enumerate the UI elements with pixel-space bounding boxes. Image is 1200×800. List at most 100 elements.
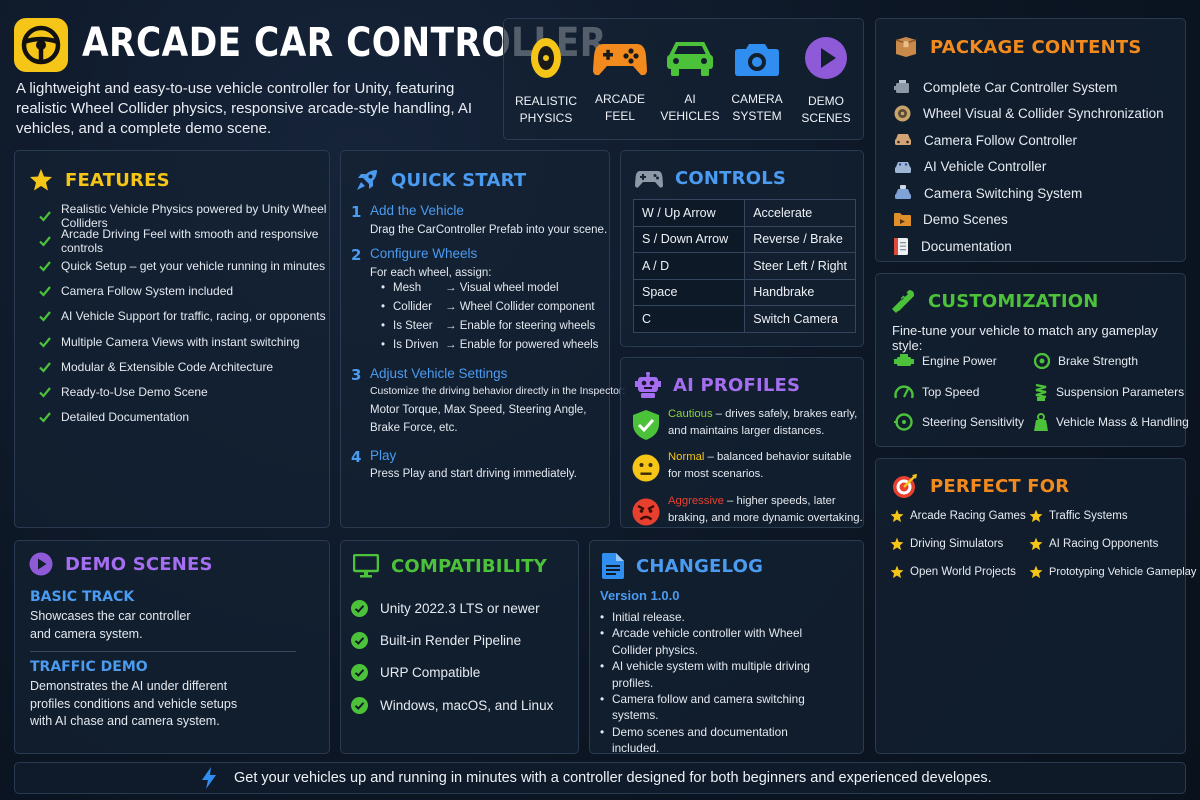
divider: [30, 651, 296, 652]
checkmark-icon: [39, 386, 51, 398]
highlight-label: VEHICLES: [660, 109, 720, 123]
highlight-arcade-feel[interactable]: ARCADE FEEL: [584, 35, 656, 125]
perfect-for-item: Arcade Racing Games: [890, 509, 1026, 523]
profile-description: – higher speeds, later: [723, 495, 836, 507]
highlight-demo-scenes[interactable]: DEMO SCENES: [792, 35, 860, 127]
highlight-label: DEMO: [808, 94, 844, 108]
list-item: Quick Setup – get your vehicle running i…: [39, 253, 329, 278]
robot-car-icon: [894, 159, 912, 175]
ai-profiles-panel: AI PROFILES Cautious – drives safely, br…: [620, 357, 864, 528]
list-item: Camera Follow System included: [39, 279, 329, 304]
weight-icon: [1034, 413, 1048, 431]
step-body: Press Play and start driving immediately…: [370, 468, 577, 480]
checkmark-icon: [39, 210, 51, 222]
list-item: Initial release.: [600, 609, 820, 626]
customization-panel: CUSTOMIZATION Fine-tune your vehicle to …: [875, 273, 1189, 447]
custom-steering-sensitivity: Steering Sensitivity: [894, 413, 1024, 431]
tire-icon: [894, 105, 911, 122]
scene-description: Showcases the car controller: [30, 609, 191, 623]
document-icon: [602, 553, 624, 579]
profile-description: – drives safely, brakes early,: [712, 408, 858, 420]
demo-scene-basic-track[interactable]: BASIC TRACK Showcases the car controller…: [30, 589, 300, 643]
highlight-label: CAMERA: [731, 92, 783, 106]
demo-scenes-panel: DEMO SCENES BASIC TRACK Showcases the ca…: [14, 540, 330, 754]
list-item: Demo scenes and documentation included.: [600, 724, 820, 757]
customization-subtitle: Fine-tune your vehicle to match any game…: [892, 323, 1158, 353]
monitor-icon: [353, 554, 379, 578]
profile-description: braking, and more dynamic overtaking.: [668, 512, 863, 524]
checkmark-icon: [39, 411, 51, 423]
car-front-icon: [894, 132, 912, 148]
quick-start-step-3: 3 Adjust Vehicle Settings Customize the …: [351, 366, 625, 436]
checkmark-icon: [39, 260, 51, 272]
compatibility-panel: COMPATIBILITY Unity 2022.3 LTS or newer …: [340, 540, 579, 754]
perfect-for-item: AI Racing Opponents: [1029, 537, 1158, 551]
custom-engine-power: Engine Power: [894, 353, 997, 369]
wrench-icon: [892, 289, 916, 313]
suspension-icon: [1034, 383, 1048, 401]
control-action: Reverse / Brake: [744, 225, 856, 253]
control-action: Accelerate: [744, 199, 856, 227]
changelog-version: Version 1.0.0: [600, 588, 680, 603]
document-icon: [894, 237, 909, 255]
list-item: Demo Scenes: [894, 207, 1164, 234]
shield-check-icon: [631, 410, 661, 440]
profile-description: for most scenarios.: [668, 468, 764, 480]
perfect-for-item: Prototyping Vehicle Gameplay: [1029, 565, 1196, 579]
control-key: A / D: [632, 252, 746, 280]
box-icon: [894, 35, 918, 59]
list-item: Wheel Visual & Collider Synchronization: [894, 101, 1164, 128]
scene-description: and camera system.: [30, 626, 143, 641]
gamepad-icon: [635, 169, 663, 189]
car-icon: [656, 35, 724, 81]
checkmark-icon: [39, 235, 51, 247]
step-heading: Play: [370, 448, 397, 463]
control-action: Switch Camera: [744, 305, 856, 333]
ai-profiles-title: AI PROFILES: [635, 372, 800, 398]
highlight-ai-vehicles[interactable]: AI VEHICLES: [656, 35, 724, 125]
quick-start-step-1: 1 Add the Vehicle Drag the CarController…: [351, 203, 607, 239]
quick-start-panel: QUICK START 1 Add the Vehicle Drag the C…: [340, 150, 625, 528]
step-heading: Add the Vehicle: [370, 203, 464, 218]
check-circle-icon: [351, 599, 368, 617]
neutral-face-icon: [631, 453, 661, 483]
highlight-camera-system[interactable]: CAMERA SYSTEM: [724, 35, 790, 125]
speedometer-icon: [894, 383, 914, 401]
control-action: Steer Left / Right: [744, 252, 856, 280]
star-icon: [1029, 509, 1043, 523]
custom-brake-strength: Brake Strength: [1034, 353, 1138, 369]
package-contents-title: PACKAGE CONTENTS: [894, 35, 1142, 59]
highlight-label: FEEL: [604, 109, 635, 123]
ai-profile-cautious: Cautious – drives safely, brakes early, …: [631, 406, 866, 446]
checkmark-icon: [39, 310, 51, 322]
list-item: Realistic Vehicle Physics powered by Uni…: [39, 202, 329, 230]
list-item: Arcade vehicle controller with Wheel Col…: [600, 625, 820, 658]
highlight-realistic-physics[interactable]: REALISTIC PHYSICS: [510, 35, 582, 127]
highlight-label: ARCADE: [594, 92, 645, 106]
package-contents-list: Complete Car Controller System Wheel Vis…: [894, 74, 1164, 260]
compatibility-list: Unity 2022.3 LTS or newer Built-in Rende…: [351, 592, 553, 721]
quick-start-step-2: 2 Configure Wheels For each wheel, assig…: [351, 246, 606, 361]
steering-wheel-icon: [14, 18, 68, 72]
step-body: Customize the driving behavior directly …: [370, 386, 626, 397]
list-item: •Is Steer→ Enable for steering wheels: [381, 320, 596, 332]
step-number: 2: [351, 246, 362, 264]
star-icon: [1029, 565, 1043, 579]
controls-title: CONTROLS: [635, 168, 786, 189]
camera-icon: [724, 35, 790, 81]
star-icon: [29, 168, 53, 192]
control-key: W / Up Arrow: [632, 199, 746, 227]
list-item: Arcade Driving Feel with smooth and resp…: [39, 227, 329, 255]
engine-icon: [894, 79, 911, 96]
step-number: 4: [351, 448, 362, 466]
features-list: Realistic Vehicle Physics powered by Uni…: [39, 202, 329, 430]
demo-scene-traffic-demo[interactable]: TRAFFIC DEMO Demonstrates the AI under d…: [30, 659, 315, 731]
highlight-label: REALISTIC: [514, 94, 577, 108]
step-number: 3: [351, 366, 362, 384]
footer-text: Get your vehicles up and running in minu…: [234, 770, 992, 786]
scene-name: TRAFFIC DEMO: [30, 659, 148, 675]
changelog-title: CHANGELOG: [602, 553, 763, 579]
